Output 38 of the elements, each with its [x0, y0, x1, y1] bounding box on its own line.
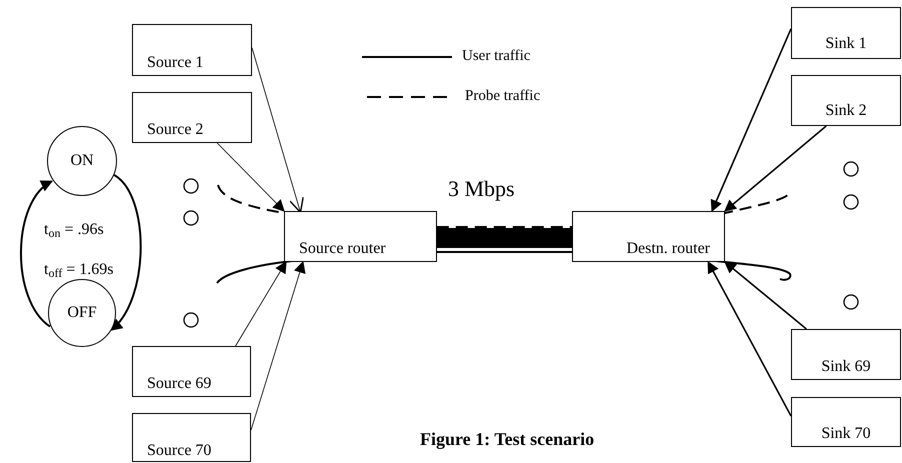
node-label: Source router — [299, 241, 386, 257]
node-box — [132, 413, 251, 462]
node-box — [572, 211, 725, 262]
node-box — [791, 7, 901, 59]
timing-label: t$_{on}$ = .96s — [44, 222, 104, 238]
arrow — [724, 261, 807, 330]
arrow — [110, 174, 142, 331]
node-label: OFF — [67, 305, 97, 321]
node-label: Sink 69 — [821, 359, 871, 375]
arrow — [724, 125, 827, 212]
arrow — [710, 28, 792, 212]
node-box — [132, 92, 252, 143]
arrow — [250, 260, 306, 431]
node-box — [791, 329, 901, 380]
node-label: Source 2 — [147, 122, 204, 138]
node-label: Sink 2 — [825, 103, 867, 119]
node-label: ON — [70, 153, 94, 169]
link-bar — [437, 228, 572, 248]
node-label: Destn. router — [626, 241, 710, 257]
arrow — [707, 260, 792, 416]
node-label: Sink 70 — [821, 426, 871, 442]
arrow — [235, 260, 287, 346]
arrow — [216, 142, 285, 212]
node-label: Source 1 — [147, 55, 204, 71]
edge-label: 3 Mbps — [448, 178, 515, 200]
node-label: Source 70 — [147, 443, 212, 459]
node-label: Source 69 — [147, 376, 212, 392]
node-box — [284, 211, 437, 262]
arrow — [20, 180, 53, 328]
figure-caption: Figure 1: Test scenario — [420, 430, 594, 448]
legend-label: User traffic — [462, 49, 530, 64]
node-label: Sink 1 — [825, 36, 867, 52]
node-box — [791, 397, 901, 447]
legend-label: Probe traffic — [465, 89, 540, 104]
node-box — [791, 75, 901, 126]
node-box — [132, 24, 252, 76]
node-box — [132, 346, 251, 397]
arrow — [252, 48, 304, 214]
